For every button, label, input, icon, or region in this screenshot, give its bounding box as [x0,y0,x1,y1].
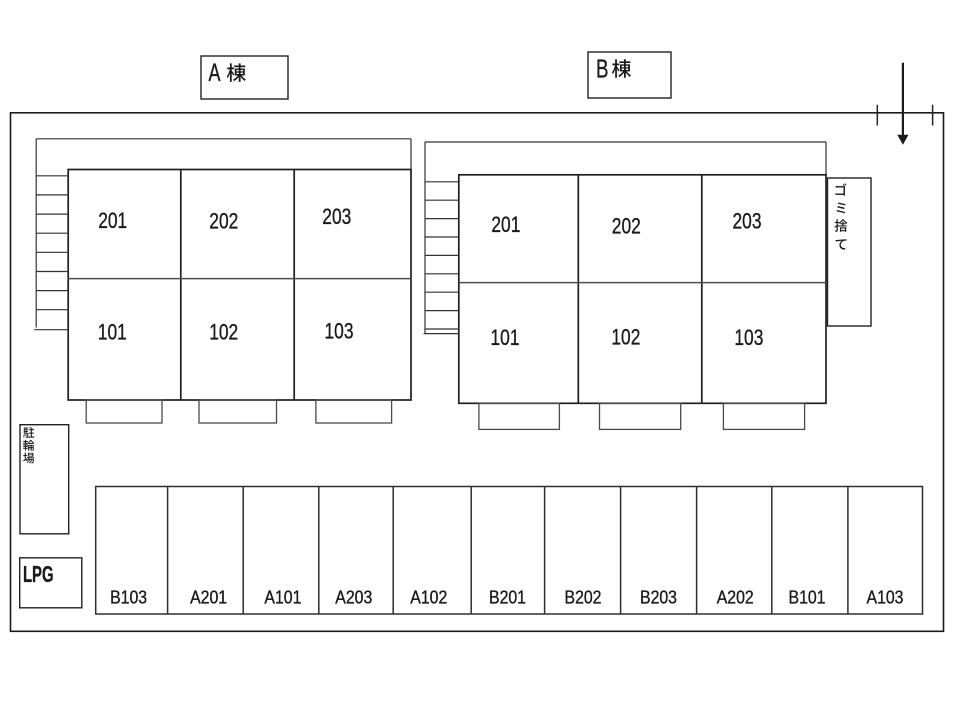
svg-text:B103: B103 [110,587,147,607]
svg-text:A102: A102 [410,587,447,607]
svg-text:A201: A201 [190,587,227,607]
svg-text:203: 203 [322,204,351,229]
svg-text:202: 202 [612,213,641,238]
svg-text:A203: A203 [335,587,372,607]
svg-text:A202: A202 [717,587,754,607]
svg-text:101: 101 [98,319,127,344]
svg-text:A101: A101 [264,587,301,607]
svg-text:102: 102 [611,325,640,350]
svg-text:B202: B202 [565,587,602,607]
svg-text:A103: A103 [867,587,904,607]
svg-text:202: 202 [209,208,238,233]
svg-text:203: 203 [733,208,762,233]
svg-text:B101: B101 [789,587,826,607]
svg-text:103: 103 [734,325,763,350]
svg-text:B: B [596,54,609,84]
svg-text:B201: B201 [489,587,526,607]
svg-text:102: 102 [209,319,238,344]
svg-text:201: 201 [491,212,520,237]
svg-text:101: 101 [491,325,520,350]
svg-text:B203: B203 [640,587,677,607]
svg-text:LPG: LPG [23,561,54,587]
svg-text:A: A [209,59,221,87]
svg-text:201: 201 [98,208,127,233]
svg-text:103: 103 [325,319,354,344]
